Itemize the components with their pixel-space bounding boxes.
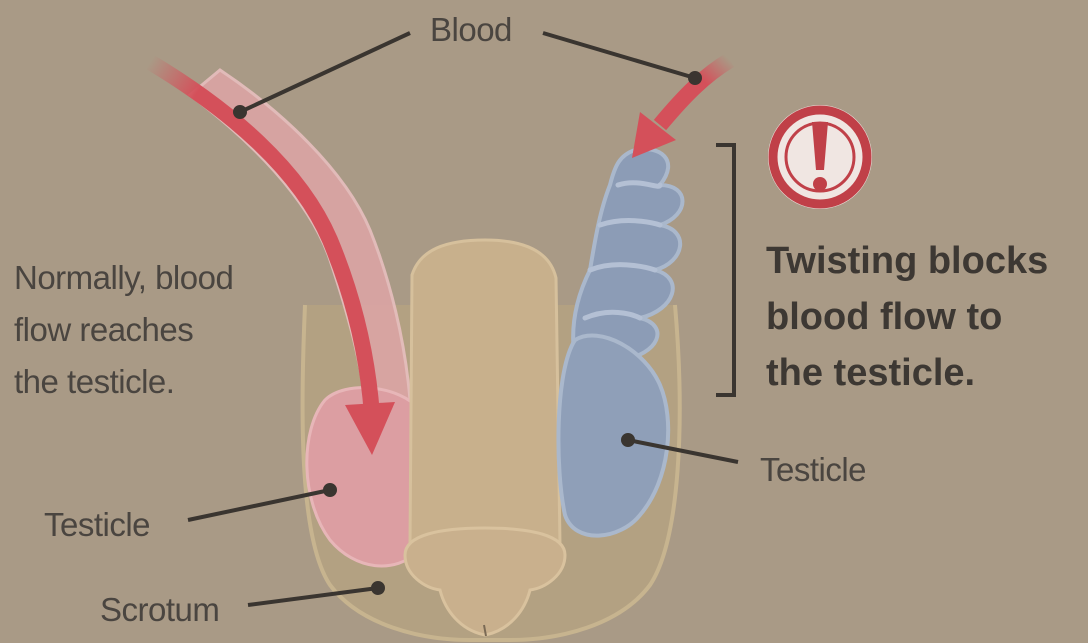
normal-flow-line-2: flow reaches bbox=[14, 310, 193, 350]
penis-shape bbox=[410, 240, 560, 545]
testicle-label-right: Testicle bbox=[760, 450, 866, 490]
blood-label: Blood bbox=[430, 10, 512, 50]
testicle-label-left: Testicle bbox=[44, 505, 150, 545]
blood-leader-left bbox=[240, 33, 410, 112]
torsion-bracket bbox=[716, 145, 734, 395]
warning-line-1: Twisting blocks bbox=[766, 236, 1048, 286]
scrotum-label: Scrotum bbox=[100, 590, 219, 630]
normal-flow-line-1: Normally, blood bbox=[14, 258, 233, 298]
warning-line-2: blood flow to bbox=[766, 292, 1002, 342]
exclamation-circle-icon bbox=[768, 105, 872, 209]
blood-leader-right bbox=[543, 33, 695, 78]
warning-line-3: the testicle. bbox=[766, 348, 975, 398]
normal-flow-line-3: the testicle. bbox=[14, 362, 174, 402]
